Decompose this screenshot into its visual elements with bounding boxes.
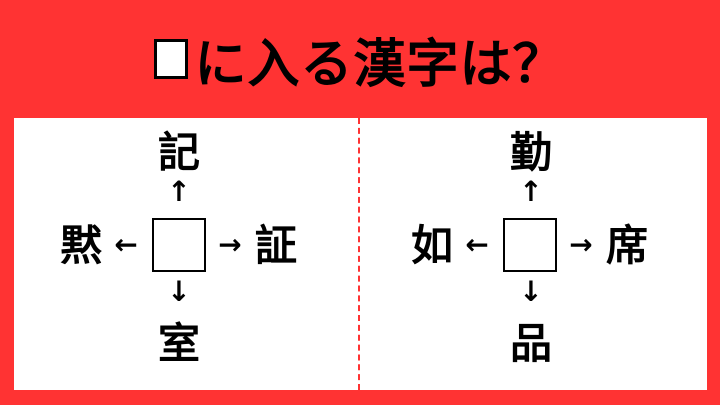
puzzle-1: 記 ↑ ← 黙 → 証 ↓ 室 [14,118,358,390]
arrow-left-icon: ← [114,228,138,261]
arrow-down-icon: ↓ [519,275,543,308]
dashed-divider [358,118,360,390]
kanji-right: 証 [254,221,297,270]
arrow-up-icon: ↑ [167,175,191,208]
answer-box[interactable] [152,218,206,272]
kanji-top: 記 [157,128,200,177]
blank-square-icon [154,39,189,79]
kanji-bottom: 品 [509,319,552,368]
arrow-down-icon: ↓ [167,275,191,308]
arrow-right-icon: → [218,228,242,261]
kanji-left: 黙 [59,221,102,270]
kanji-left: 如 [410,221,453,270]
arrow-up-icon: ↑ [519,175,543,208]
page-title: に入る漢字は？ [194,34,566,95]
puzzle-panel [14,118,707,390]
title-banner: に入る漢字は？ [0,0,720,118]
kanji-top: 勤 [509,128,552,177]
kanji-bottom: 室 [157,319,200,368]
arrow-right-icon: → [569,228,593,261]
answer-box[interactable] [503,218,557,272]
arrow-left-icon: ← [465,228,489,261]
kanji-right: 席 [605,221,648,270]
puzzle-2: 勤 ↑ ← 如 → 席 ↓ 品 [360,118,704,390]
